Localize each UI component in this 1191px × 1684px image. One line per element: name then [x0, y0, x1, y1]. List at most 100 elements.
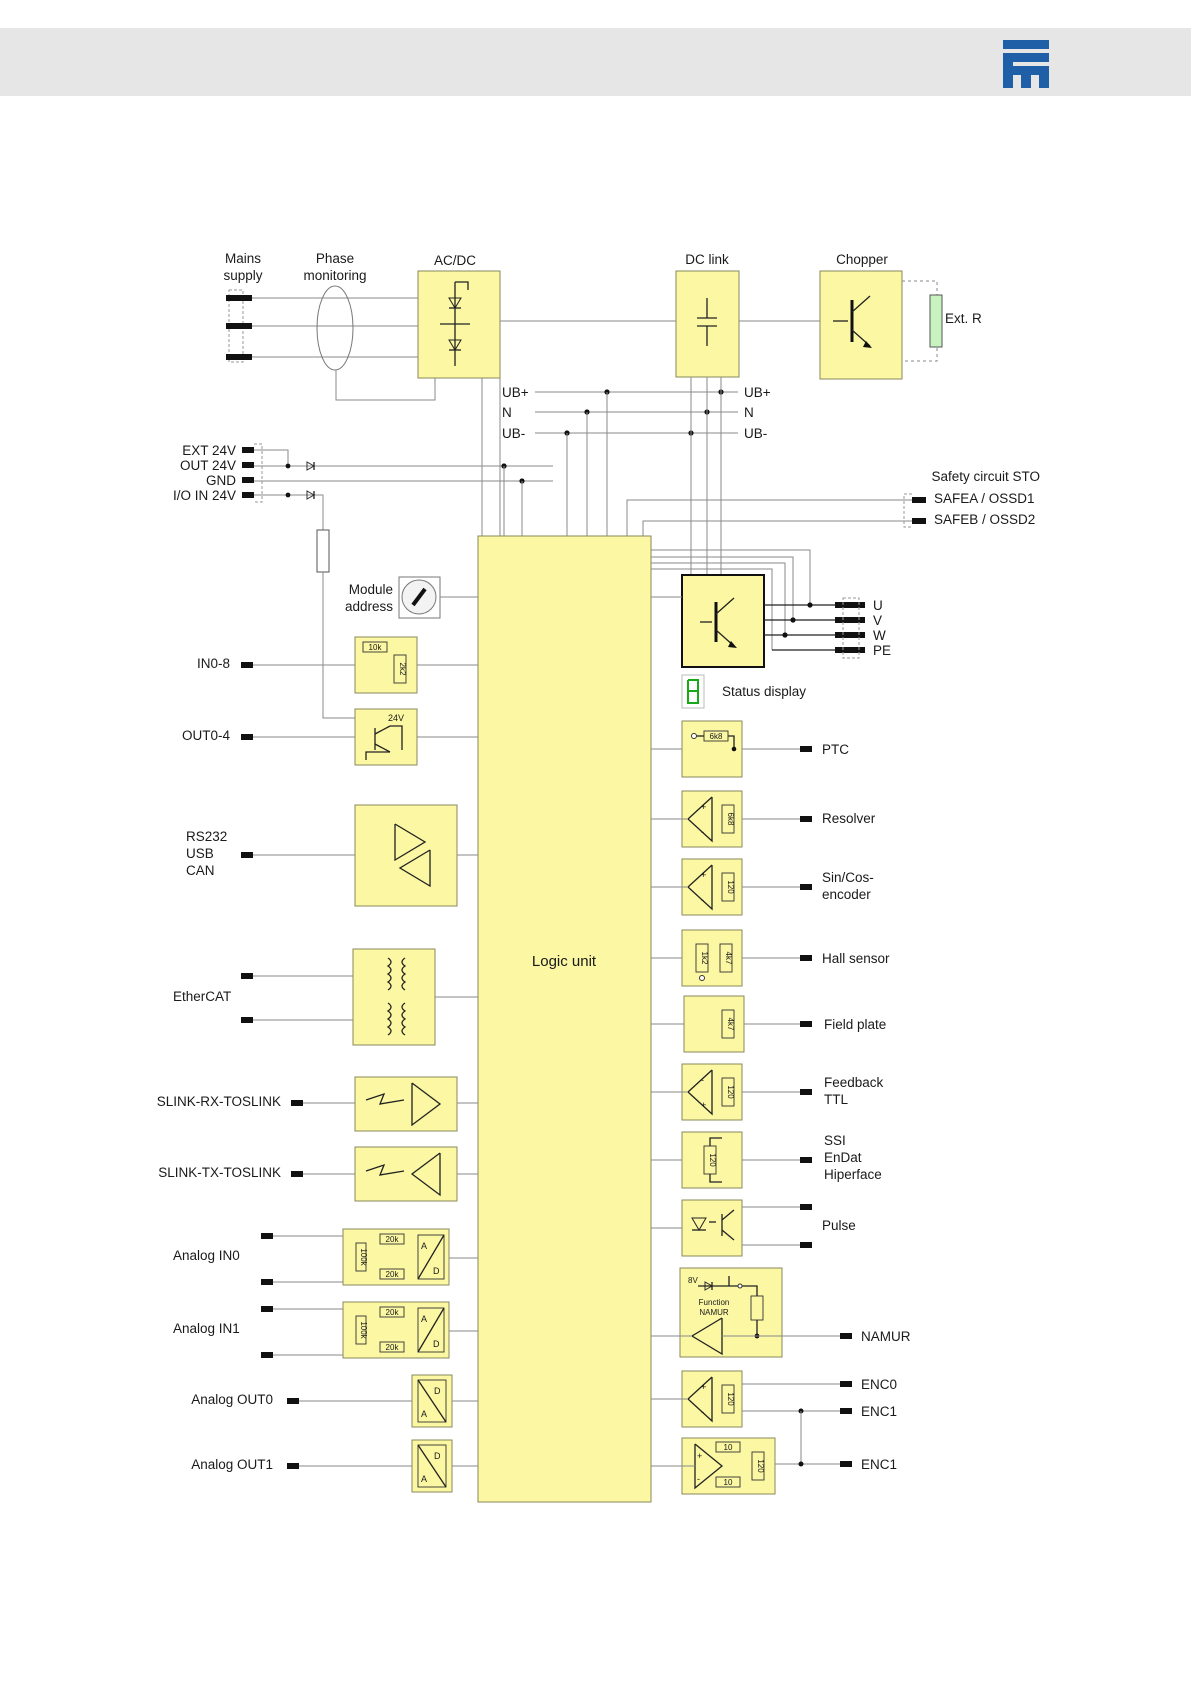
power-io: EXT 24V OUT 24V GND I/O IN 24V [173, 443, 553, 719]
phase-sensor-ellipse [316, 285, 354, 371]
acdc-block: AC/DC [417, 253, 501, 379]
aout1-a: A [421, 1474, 427, 1484]
dc-link-box [675, 270, 740, 378]
chopper-label: Chopper [836, 252, 888, 267]
slink-rx: SLINK-RX-TOSLINK [157, 1076, 478, 1132]
status-display-label: Status display [722, 684, 806, 699]
sincos-res: 120 [726, 880, 735, 894]
module-address: Module address [345, 576, 478, 619]
gnd-label: GND [206, 473, 236, 488]
ub-minus-right-label: UB- [744, 426, 767, 441]
motor-u-label: U [873, 598, 883, 613]
field-label: Field plate [824, 1017, 886, 1032]
aout0-label: Analog OUT0 [191, 1392, 273, 1407]
ain1-label: Analog IN1 [173, 1321, 240, 1336]
ain1-d: D [433, 1339, 440, 1349]
enc1b-res-1: 10 [724, 1443, 733, 1452]
acdc-label: AC/DC [434, 253, 476, 268]
safety-title: Safety circuit STO [931, 469, 1040, 484]
namur-func-2: NAMUR [699, 1308, 729, 1317]
mains-pin-l3 [226, 354, 252, 360]
namur-8v: 8V [688, 1276, 698, 1285]
svg-text:+: + [697, 1451, 702, 1461]
inverter-box [681, 574, 765, 668]
seven-segment-icon [687, 679, 699, 704]
out24-label: OUT 24V [180, 458, 236, 473]
company-logo-icon [1003, 40, 1049, 88]
ethercat-label: EtherCAT [173, 989, 231, 1004]
ub-plus-right-label: UB+ [744, 385, 771, 400]
svg-text:+: + [701, 802, 706, 812]
ext24-label: EXT 24V [182, 443, 236, 458]
pulse-label: Pulse [822, 1218, 856, 1233]
resolver-label: Resolver [822, 811, 876, 826]
enc-res: 120 [726, 1392, 735, 1406]
ext-r-label: Ext. R [945, 311, 982, 326]
dc-link-label: DC link [685, 252, 729, 267]
enc1b-res-2: 10 [724, 1478, 733, 1487]
logic-unit-box [477, 535, 652, 1503]
ain0-d: D [433, 1266, 440, 1276]
ain1-a: A [421, 1314, 427, 1324]
ain1-res-2: 20k [386, 1343, 400, 1352]
svg-text:-: - [701, 827, 704, 837]
motor-w-label: W [873, 628, 886, 643]
ssi-res: 120 [708, 1153, 717, 1167]
sincos-label-1: Sin/Cos- [822, 870, 874, 885]
svg-text:+: + [701, 1100, 706, 1110]
ain0-res-2: 20k [386, 1270, 400, 1279]
svg-text:-: - [697, 1474, 700, 1484]
ain0-label: Analog IN0 [173, 1248, 240, 1263]
enc0-enc1: + - 120 ENC0 ENC1 [651, 1370, 897, 1464]
ext-resistor [929, 294, 943, 348]
analog-out0: Analog OUT0 D A [191, 1374, 478, 1428]
in08-label: IN0-8 [197, 656, 230, 671]
motor-pe-label: PE [873, 643, 891, 658]
mains-supply: Mains supply [223, 251, 418, 363]
mains-pin-l1 [226, 295, 252, 301]
safeb-label: SAFEB / OSSD2 [934, 512, 1035, 527]
hall-sensor: 1k2 4k7 Hall sensor [651, 929, 890, 987]
ub-plus-label: UB+ [502, 385, 529, 400]
phase-monitoring-label-1: Phase [316, 251, 354, 266]
feedback-label-2: TTL [824, 1092, 848, 1107]
digital-inputs: IN0-8 10k 2k2 [197, 636, 478, 694]
svg-text:-: - [701, 895, 704, 905]
logic-unit-label: Logic unit [532, 953, 597, 970]
slink-rx-label: SLINK-RX-TOSLINK [157, 1094, 281, 1109]
phase-monitoring: Phase monitoring [303, 251, 436, 401]
slink-tx-label: SLINK-TX-TOSLINK [158, 1165, 281, 1180]
pulse: Pulse [651, 1199, 856, 1257]
in-res-2: 2k2 [398, 663, 407, 676]
page-header-band [0, 28, 1191, 96]
hall-label: Hall sensor [822, 951, 890, 966]
enc1-label-a: ENC1 [861, 1404, 897, 1419]
usb-label: USB [186, 846, 214, 861]
serial-interfaces: RS232 USB CAN [186, 804, 478, 907]
ub-minus-label: UB- [502, 426, 525, 441]
dc-link-block: DC link [675, 252, 740, 378]
ain0-res-1: 20k [386, 1235, 400, 1244]
hall-res-2: 4k7 [724, 952, 733, 965]
aout0-a: A [421, 1409, 427, 1419]
ain1-res-1: 20k [386, 1308, 400, 1317]
module-address-label-2: address [345, 599, 393, 614]
ssi-label-2: EnDat [824, 1150, 862, 1165]
n-right-label: N [744, 405, 754, 420]
fuse [316, 529, 330, 573]
feedback-res: 120 [726, 1085, 735, 1099]
enc1-label-b: ENC1 [861, 1457, 897, 1472]
aout1-label: Analog OUT1 [191, 1457, 273, 1472]
hall-res-1: 1k2 [700, 952, 709, 965]
aout0-d: D [434, 1386, 441, 1396]
safety-circuit-sto: Safety circuit STO SAFEA / OSSD1 SAFEB /… [626, 469, 1040, 536]
ptc: 6k8 PTC [651, 720, 849, 778]
ssi-endat-hiperface: 120 SSI EnDat Hiperface [651, 1131, 882, 1189]
motor-v-label: V [873, 613, 882, 628]
phase-monitoring-label-2: monitoring [303, 268, 366, 283]
feedback-ttl: - + 120 Feedback TTL [651, 1063, 884, 1121]
analog-in0: Analog IN0 20k 20k 100k A D [173, 1228, 478, 1286]
mains-supply-label-2: supply [223, 268, 262, 283]
field-plate: 4k7 Field plate [651, 995, 886, 1053]
